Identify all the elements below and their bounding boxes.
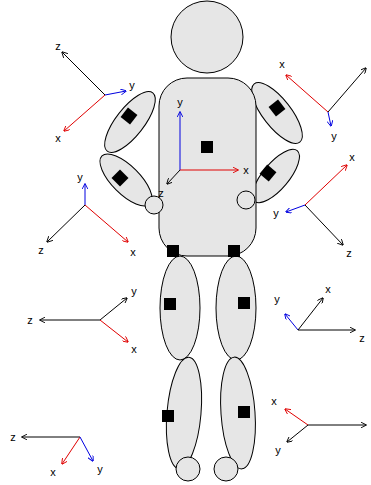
axis-label: y <box>177 97 183 108</box>
axis-label: z <box>10 432 16 443</box>
axis-label: x <box>279 59 285 70</box>
axis-label: y <box>129 80 135 91</box>
axis-label: z <box>38 245 44 256</box>
axis-label: x <box>243 165 249 176</box>
axis-label: x <box>55 133 61 144</box>
axis-label: y <box>131 286 137 297</box>
human-figure <box>92 1 311 481</box>
axis-label: y <box>273 208 279 219</box>
axis-label: z <box>158 188 164 199</box>
sensor-markers <box>112 100 286 422</box>
axis-label: x <box>50 467 56 478</box>
axis-label: z <box>27 315 33 326</box>
axis-label: y <box>274 294 280 305</box>
axis-label: y <box>77 172 83 183</box>
axis-triads <box>22 52 366 464</box>
axis-label: x <box>349 152 355 163</box>
axis-label: y <box>97 464 103 475</box>
axis-label: x <box>325 284 331 295</box>
axis-label: z <box>55 41 61 52</box>
axis-label: z <box>359 333 365 344</box>
axis-label: x <box>131 344 137 355</box>
axis-label: x <box>130 247 136 258</box>
axis-label: z <box>346 248 352 259</box>
axis-label: x <box>271 396 277 407</box>
axis-label: y <box>275 445 281 456</box>
axis-label: y <box>331 131 337 142</box>
